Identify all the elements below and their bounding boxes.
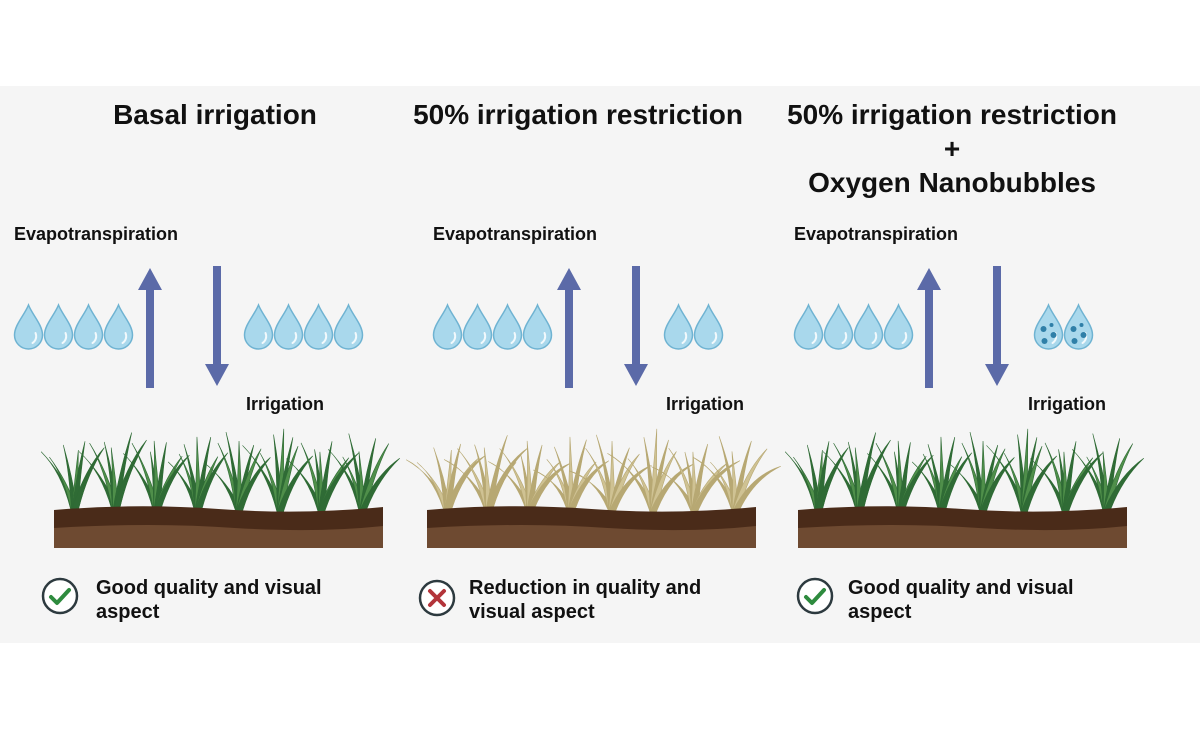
water-drop-icon	[243, 302, 274, 350]
panel-3-evapotranspiration-label: Evapotranspiration	[794, 224, 959, 244]
water-drop-icon	[103, 302, 134, 350]
bubble-dot	[1040, 326, 1047, 332]
evapotranspiration-drops	[793, 302, 914, 350]
water-drop-icon	[793, 302, 824, 350]
nanobubble-drop-icon	[1063, 302, 1094, 350]
panel-1-title: Basal irrigation	[113, 99, 317, 130]
water-drop-icon	[693, 302, 724, 350]
panel-2-evapotranspiration-label: Evapotranspiration	[433, 224, 598, 244]
irrigation-drops	[243, 302, 364, 350]
grass-healthy	[784, 428, 1144, 513]
water-drop-icon	[333, 302, 364, 350]
panel-3-result-text: Good quality and visual aspect	[848, 577, 1074, 623]
water-drop-icon	[663, 302, 694, 350]
evapotranspiration-drops	[432, 302, 553, 350]
panel-1-irrigation-label: Irrigation	[246, 394, 325, 414]
panel-3-title-plus: +	[943, 133, 961, 164]
evapotranspiration-drops	[13, 302, 134, 350]
grass-healthy	[40, 428, 400, 513]
soil	[798, 506, 1127, 548]
water-drop-icon	[13, 302, 44, 350]
irrigation-arrow-down-icon	[624, 266, 648, 386]
panel-3-title-line-2: Oxygen Nanobubbles	[808, 167, 1096, 198]
bubble-dot	[1071, 338, 1078, 344]
panel-3-title-line-1: 50% irrigation restriction	[787, 99, 1117, 130]
irrigation-drops	[663, 302, 724, 350]
bubble-dot	[1070, 326, 1077, 332]
evapotranspiration-arrow-up-icon	[138, 268, 162, 388]
panel-1-result-text: Good quality and visual aspect	[96, 577, 322, 623]
bubble-dot	[1050, 332, 1057, 338]
water-drop-icon	[462, 302, 493, 350]
soil	[54, 506, 383, 548]
panel-3-irrigation-label: Irrigation	[1028, 394, 1107, 414]
panel-2-graphics	[406, 266, 781, 617]
water-drop-icon	[432, 302, 463, 350]
water-drop-icon	[273, 302, 304, 350]
water-drop-icon	[43, 302, 74, 350]
water-drop-icon	[303, 302, 334, 350]
nanobubble-drop-icon	[1033, 302, 1064, 350]
panel-3-graphics	[784, 266, 1144, 615]
bubble-dot	[1080, 332, 1087, 338]
water-drop-icon	[492, 302, 523, 350]
panel-2-irrigation-label: Irrigation	[666, 394, 745, 414]
soil	[427, 506, 756, 548]
bubble-dot	[1041, 338, 1048, 344]
water-drop-icon	[522, 302, 553, 350]
grass-dry	[406, 428, 781, 513]
checkmark-icon	[796, 577, 834, 615]
evapotranspiration-arrow-up-icon	[917, 268, 941, 388]
checkmark-icon	[41, 577, 79, 615]
bubble-dot	[1049, 323, 1054, 327]
cross-icon	[418, 579, 456, 617]
panel-1-graphics	[13, 266, 400, 615]
panel-2-title: 50% irrigation restriction	[413, 99, 743, 130]
panel-2-result-text: Reduction in quality and visual aspect	[469, 577, 702, 623]
water-drop-icon	[73, 302, 104, 350]
bubble-dot	[1079, 323, 1084, 327]
water-drop-icon	[823, 302, 854, 350]
irrigation-arrow-down-icon	[985, 266, 1009, 386]
irrigation-arrow-down-icon	[205, 266, 229, 386]
irrigation-nanobubble-drops	[1033, 302, 1094, 350]
water-drop-icon	[883, 302, 914, 350]
panel-1-evapotranspiration-label: Evapotranspiration	[14, 224, 179, 244]
water-drop-icon	[853, 302, 884, 350]
evapotranspiration-arrow-up-icon	[557, 268, 581, 388]
